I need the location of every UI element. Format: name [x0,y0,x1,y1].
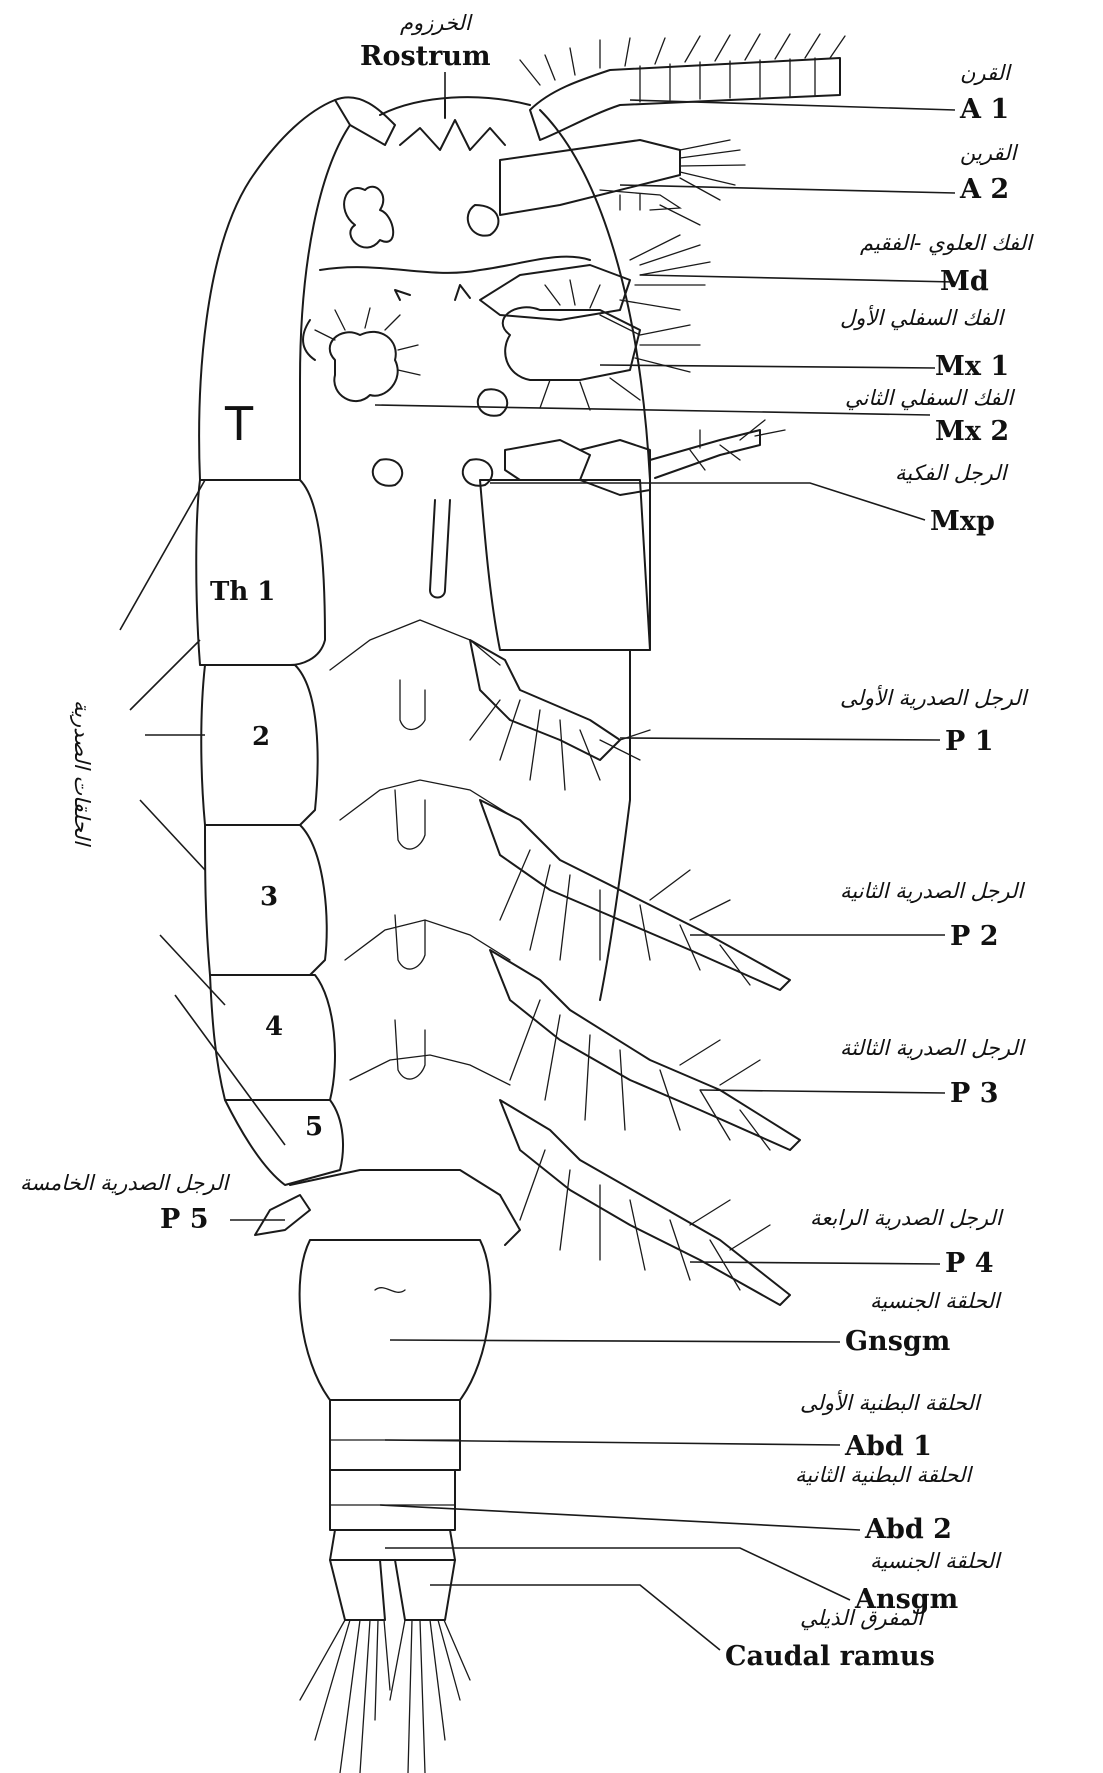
abd1-leader [385,1440,840,1445]
caudal-label-ar: المفرق الذيلي [800,1606,925,1631]
segment-label-th2: 2 [252,722,270,752]
p3-label-ar: الرجل الصدرية الثالثة [840,1036,1026,1061]
mxp-label: Mxp [930,506,995,537]
mx1-label: Mx 1 [935,351,1009,382]
md-label-ar: الفك العلوي -الفقيم [860,231,1034,256]
abd2-label-ar: الحلقة البطنية الثانية [795,1463,973,1487]
caudal-label: Caudal ramus [725,1641,935,1672]
a2-label-ar: القرين [960,141,1018,166]
ansgm-label-ar: الحلقة الجنسية [870,1549,1002,1573]
mx2-label: Mx 2 [935,416,1009,447]
a1-label-ar: القرن [960,61,1012,86]
segment-label-th5: 5 [305,1112,323,1142]
mxp-label-ar: الرجل الفكية [895,461,1009,486]
segment-label-th1: Th 1 [210,577,275,607]
a2-label: A 2 [959,174,1009,205]
p5-label-ar: الرجل الصدرية الخامسة [20,1171,230,1196]
swimming-legs [470,640,800,1305]
p2-label-ar: الرجل الصدرية الثانية [840,879,1025,904]
p4-label: P 4 [945,1248,994,1279]
segment-label-th4: 4 [265,1012,283,1042]
gnsgm-label: Gnsgm [845,1326,950,1357]
mxp-leader [490,483,925,520]
md-label: Md [940,266,989,297]
rostrum-label: Rostrum [360,41,491,72]
p3-leader [700,1090,945,1093]
caudal-leader [430,1585,720,1650]
gnsgm-label-ar: الحلقة الجنسية [870,1289,1002,1313]
a2-leader [620,185,955,193]
segment-label-th3: 3 [260,882,278,912]
p2-label: P 2 [950,921,999,952]
appendage-labels: القرن A 1 القرين A 2 الفك العلوي -الفقيم… [20,61,1034,1672]
segment-label-t: T [224,397,254,451]
gnsgm-leader [390,1340,840,1342]
a1-label: A 1 [959,94,1009,125]
mx1-leader [600,365,935,368]
thoracic-segments-label-ar: الحلقات الصدرية [69,700,94,847]
p4-label-ar: الرجل الصدرية الرابعة [810,1206,1004,1231]
mx1-label-ar: الفك السفلي الأول [840,304,1005,331]
p1-label: P 1 [945,726,994,757]
abd1-label-ar: الحلقة البطنية الأولى [800,1389,982,1416]
p3-label: P 3 [950,1078,999,1109]
body-drawing [199,34,845,650]
rostrum-label-ar: الخرزوم [400,11,473,36]
p5-label: P 5 [160,1204,209,1235]
p1-leader [620,738,940,740]
md-leader [640,275,955,282]
p4-leader [690,1262,940,1264]
abd2-label: Abd 2 [864,1514,952,1545]
p1-label-ar: الرجل الصدرية الأولى [840,684,1029,711]
abd1-label: Abd 1 [844,1431,932,1462]
mx2-label-ar: الفك السفلي الثاني [845,386,1015,411]
abd2-leader [380,1505,860,1530]
a1-leader [630,100,955,110]
